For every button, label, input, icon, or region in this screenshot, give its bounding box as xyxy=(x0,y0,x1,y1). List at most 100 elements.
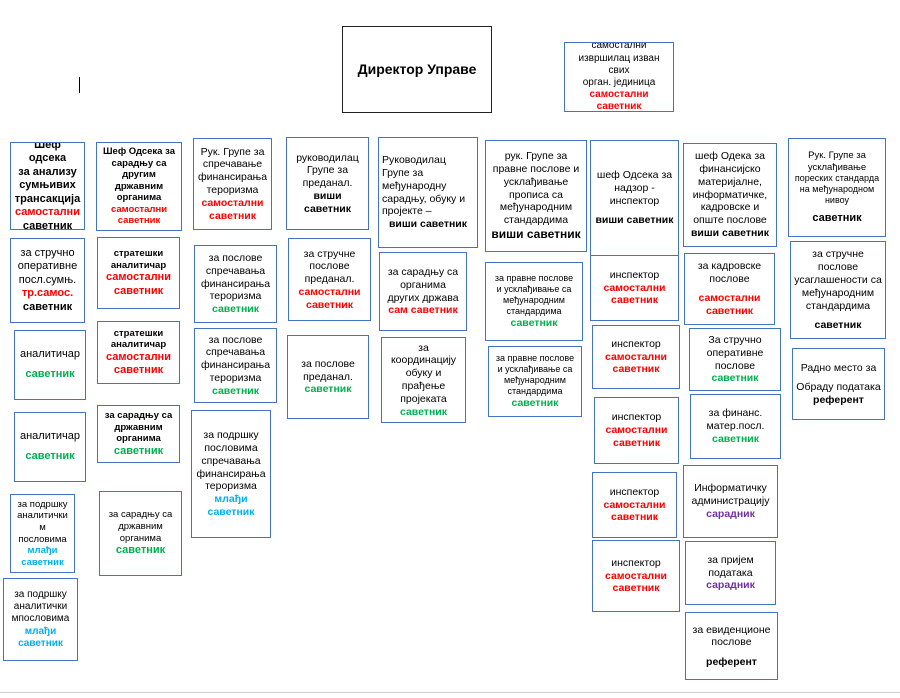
position-text: података xyxy=(708,566,753,579)
position-text: саветник xyxy=(115,544,166,557)
position-text: самостални xyxy=(106,271,171,284)
position-text: саветник xyxy=(596,101,642,112)
position-text: самостални xyxy=(603,281,666,294)
position-text: шеф Одека за xyxy=(695,150,765,163)
position-text: мпословима xyxy=(11,613,70,625)
position-text: информатичке, xyxy=(692,188,768,201)
position-text: саветник xyxy=(711,432,760,445)
position-text: за правне послове xyxy=(495,353,575,364)
position-box-c1-r3: аналитичар саветник xyxy=(14,412,86,482)
position-text: руководилац xyxy=(296,151,359,164)
position-text: на међународном xyxy=(799,184,875,195)
position-text: саветник xyxy=(612,436,661,449)
position-text: саветник xyxy=(510,317,558,330)
position-text: за стручне xyxy=(812,248,864,261)
position-text: пројекте – xyxy=(382,205,432,218)
position-text: виши саветник xyxy=(595,213,674,226)
position-text: другим xyxy=(122,169,156,181)
position-text: за подршку xyxy=(14,589,67,601)
position-text: пословима xyxy=(18,533,67,545)
position-text: спречавања xyxy=(205,264,266,277)
text-cursor xyxy=(79,77,80,93)
position-text: спречавања xyxy=(205,346,266,359)
position-text: м xyxy=(39,521,46,533)
position-text: сарадњу, обуку и xyxy=(382,192,466,205)
position-text: саветник xyxy=(113,284,164,297)
position-text: виши саветник xyxy=(388,218,468,231)
position-text: за послове xyxy=(208,333,263,346)
position-text: државним xyxy=(114,421,163,433)
position-text: међународним xyxy=(503,295,565,306)
position-text: саветник xyxy=(305,298,354,311)
position-text: за пријем xyxy=(707,553,754,566)
position-text: стандардима xyxy=(805,299,871,312)
position-text: саветник xyxy=(705,304,754,317)
position-text: материјалне, xyxy=(698,175,762,188)
position-text: нивоу xyxy=(824,195,850,206)
position-text: аналитичар xyxy=(110,259,167,271)
position-text: саветник xyxy=(211,303,260,316)
position-text: виши саветник xyxy=(491,227,581,242)
position-text: саветник xyxy=(21,556,64,568)
position-text: млађи xyxy=(214,493,248,506)
position-text: финансирања xyxy=(200,277,271,290)
position-text: за послове xyxy=(301,357,355,370)
position-text: прописа са xyxy=(508,188,563,201)
position-text: послове xyxy=(711,636,752,649)
position-text: за анализу xyxy=(18,165,77,178)
position-text: млађи xyxy=(24,625,57,637)
position-text: координацију xyxy=(390,354,457,367)
position-text: саветник xyxy=(303,202,352,215)
position-text: и усклађивање са xyxy=(497,364,573,375)
position-box-c1-r2: аналитичар саветник xyxy=(14,330,86,400)
position-text: за xyxy=(418,341,429,354)
position-text: Групе за xyxy=(306,164,349,177)
position-text: тероризма xyxy=(206,184,259,196)
position-text: стратешки xyxy=(113,248,164,260)
position-text: самостални xyxy=(604,350,667,363)
position-text: финансирања xyxy=(197,171,268,184)
position-text: за сарадњу са xyxy=(387,265,459,278)
position-text: саветник xyxy=(208,209,257,222)
position-text: прађење xyxy=(401,380,446,392)
position-text: самостални xyxy=(106,350,171,363)
position-text: за сарадњу са xyxy=(108,509,173,521)
position-text: за финанс. xyxy=(708,407,763,420)
position-text: саветник xyxy=(22,300,73,313)
position-text: саветник xyxy=(610,294,659,307)
position-text: органима xyxy=(119,532,162,544)
position-text: послове xyxy=(709,273,750,286)
position-text: аналитичар xyxy=(19,430,81,443)
position-text: шеф Одсека за xyxy=(596,169,673,182)
position-text: финансирања xyxy=(200,359,271,372)
position-text: за евиденционе xyxy=(692,623,771,636)
position-text: кадровске и xyxy=(700,201,760,214)
position-text: инспектор xyxy=(611,556,661,569)
position-text: за послове xyxy=(208,252,263,264)
position-text: обуку и xyxy=(405,367,442,380)
position-text: сарадник xyxy=(706,579,755,592)
position-text: референт xyxy=(813,393,864,406)
position-text: референт xyxy=(706,655,757,668)
position-text: преданал. xyxy=(302,177,353,190)
position-text: Шеф Одсека за xyxy=(103,145,175,157)
position-text: стандардима xyxy=(507,386,563,397)
position-text: самостални xyxy=(110,203,168,215)
position-text: самостални xyxy=(605,424,668,437)
position-text: Групе за xyxy=(382,166,424,179)
position-text: саветник xyxy=(399,405,448,418)
